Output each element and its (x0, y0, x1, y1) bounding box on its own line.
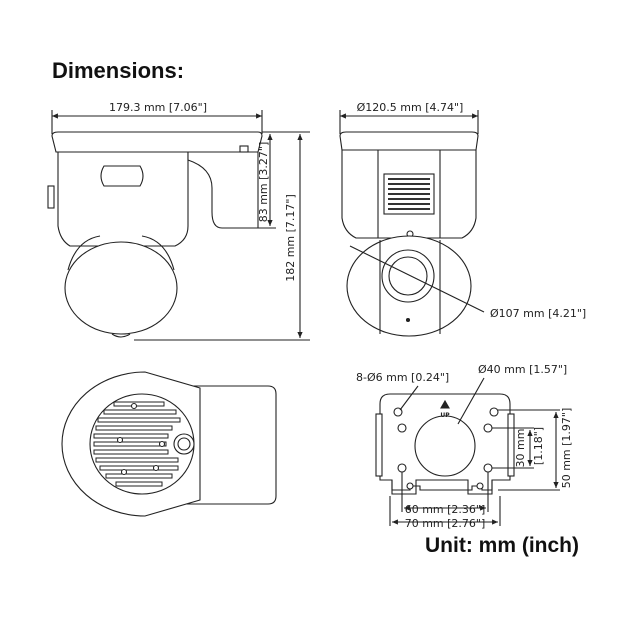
plate-up-arrow-icon (440, 399, 450, 409)
side-view (47, 110, 310, 341)
front-view (339, 110, 485, 337)
side-top-cap (51, 131, 263, 153)
front-lens (388, 256, 428, 296)
plate-50-label: 50 mm [1.97"] (560, 408, 573, 489)
page-title: Dimensions: (52, 58, 185, 83)
bottom-view (61, 371, 277, 517)
front-width-label: Ø120.5 mm [4.74"] (357, 101, 464, 114)
bottom-reset-button-inner (177, 437, 191, 451)
plate-60-label: 60 mm [2.36"] (405, 503, 486, 516)
mounting-plate (375, 377, 560, 526)
unit-note: Unit: mm (inch) (425, 534, 579, 557)
front-dome-dot (405, 317, 411, 323)
side-mount-arm (187, 151, 259, 229)
plate-30-inch-label: [1.18"] (532, 427, 545, 465)
side-body (57, 151, 189, 247)
side-dome-rim-right (141, 235, 175, 271)
front-dome-label: Ø107 mm [4.21"] (490, 307, 586, 320)
plate-side-rail-right (507, 413, 515, 477)
plate-center-hole (414, 415, 476, 477)
front-top-cap (339, 131, 479, 151)
side-dome-bottom (111, 333, 131, 338)
plate-holes-leader (399, 385, 419, 411)
plate-bottom-clips (391, 480, 493, 491)
bottom-grille-screws (116, 402, 166, 476)
plate-70-label: 70 mm [2.76"] (405, 517, 486, 530)
side-width-label: 179.3 mm [7.06"] (109, 101, 207, 114)
front-speaker-dots (388, 178, 430, 210)
plate-center-hole-label: Ø40 mm [1.57"] (478, 363, 567, 376)
side-dome (64, 241, 178, 335)
plate-center-leader (457, 377, 485, 425)
side-dome-rim-left (67, 235, 101, 271)
side-mount-height-label: 83 mm [3.27"] (257, 142, 270, 223)
front-dome-leader (349, 245, 485, 313)
side-connector (47, 185, 55, 209)
plate-up-label: UP (440, 412, 450, 419)
side-total-height-label: 182 mm [7.17"] (284, 194, 297, 282)
side-body-window (100, 165, 144, 187)
bottom-grille-fins (93, 401, 181, 487)
plate-side-rail-left (375, 413, 383, 477)
plate-30-label: 30 mm (514, 429, 527, 468)
plate-holes-label: 8-Ø6 mm [0.24"] (356, 371, 449, 384)
side-arm-tab (239, 145, 249, 153)
